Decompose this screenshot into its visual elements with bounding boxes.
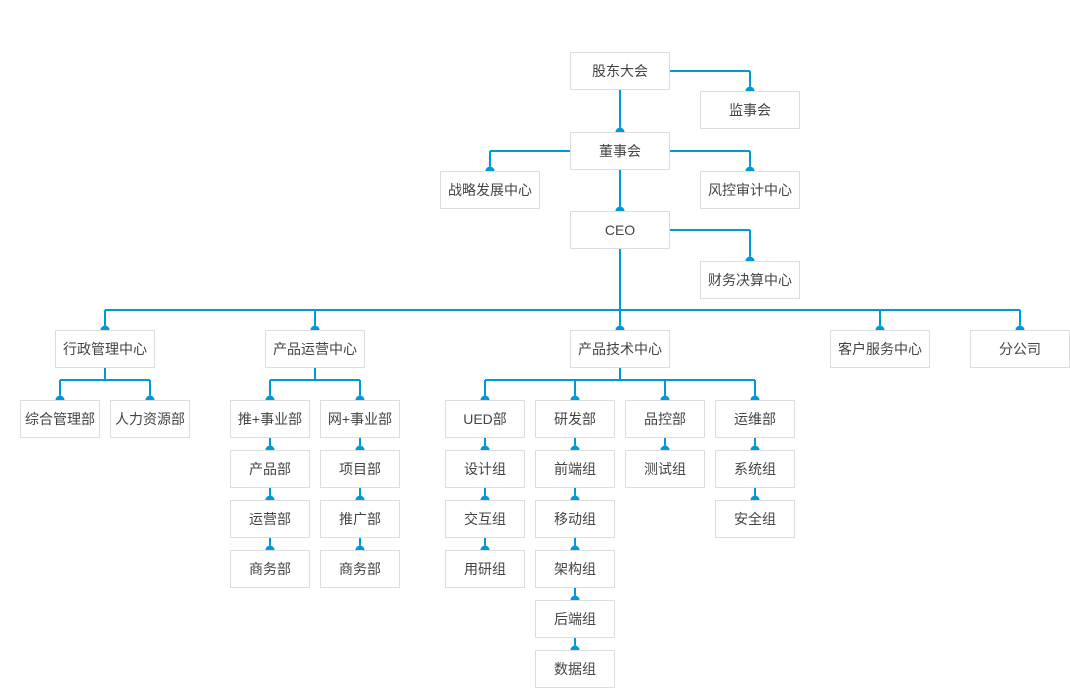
org-node-wangplus[interactable]: 网+事业部	[320, 400, 400, 438]
org-node-label: 股东大会	[592, 63, 648, 79]
org-node-label: 研发部	[554, 411, 596, 427]
org-node-label: 战略发展中心	[448, 182, 532, 198]
org-node-ceo[interactable]: CEO	[570, 211, 670, 249]
org-node-label: 网+事业部	[327, 411, 393, 427]
org-node-label: UED部	[463, 411, 507, 427]
org-node-label: 行政管理中心	[63, 341, 147, 357]
org-node-tuiplus[interactable]: 推+事业部	[230, 400, 310, 438]
org-node-business2[interactable]: 商务部	[320, 550, 400, 588]
org-node-promotion[interactable]: 推广部	[320, 500, 400, 538]
org-node-label: 董事会	[599, 143, 641, 159]
org-node-userresearch[interactable]: 用研组	[445, 550, 525, 588]
org-node-strategy[interactable]: 战略发展中心	[440, 171, 540, 209]
org-node-label: 推+事业部	[237, 411, 303, 427]
org-node-board[interactable]: 董事会	[570, 132, 670, 170]
org-node-label: 安全组	[734, 511, 776, 527]
org-node-architecture[interactable]: 架构组	[535, 550, 615, 588]
org-node-label: 设计组	[464, 461, 506, 477]
org-node-ued[interactable]: UED部	[445, 400, 525, 438]
org-node-admin[interactable]: 行政管理中心	[55, 330, 155, 368]
org-node-interaction[interactable]: 交互组	[445, 500, 525, 538]
org-node-label: 人力资源部	[115, 411, 185, 427]
org-node-branch[interactable]: 分公司	[970, 330, 1070, 368]
org-node-mobile[interactable]: 移动组	[535, 500, 615, 538]
org-node-project[interactable]: 项目部	[320, 450, 400, 488]
org-node-label: 风控审计中心	[708, 182, 792, 198]
org-node-hr[interactable]: 人力资源部	[110, 400, 190, 438]
org-node-label: 分公司	[999, 341, 1041, 357]
org-node-label: 前端组	[554, 461, 596, 477]
org-node-finance[interactable]: 财务决算中心	[700, 261, 800, 299]
org-node-label: 测试组	[644, 461, 686, 477]
org-node-label: 系统组	[734, 461, 776, 477]
org-node-product[interactable]: 产品部	[230, 450, 310, 488]
org-node-business1[interactable]: 商务部	[230, 550, 310, 588]
org-node-label: 用研组	[464, 561, 506, 577]
org-node-qa[interactable]: 品控部	[625, 400, 705, 438]
org-node-label: 综合管理部	[25, 411, 95, 427]
org-node-supervisors[interactable]: 监事会	[700, 91, 800, 129]
org-node-label: 产品部	[249, 461, 291, 477]
org-node-riskaudit[interactable]: 风控审计中心	[700, 171, 800, 209]
org-node-customer[interactable]: 客户服务中心	[830, 330, 930, 368]
org-node-label: 移动组	[554, 511, 596, 527]
org-node-test[interactable]: 测试组	[625, 450, 705, 488]
org-node-operations[interactable]: 运营部	[230, 500, 310, 538]
org-node-label: 财务决算中心	[708, 272, 792, 288]
org-node-label: 后端组	[554, 611, 596, 627]
org-node-prodops[interactable]: 产品运营中心	[265, 330, 365, 368]
org-node-system[interactable]: 系统组	[715, 450, 795, 488]
org-node-label: 运维部	[734, 411, 776, 427]
org-node-label: 产品运营中心	[273, 341, 357, 357]
org-node-label: 推广部	[339, 511, 381, 527]
org-node-label: 产品技术中心	[578, 341, 662, 357]
org-node-frontend[interactable]: 前端组	[535, 450, 615, 488]
org-node-label: 商务部	[249, 561, 291, 577]
org-node-label: 项目部	[339, 461, 381, 477]
org-node-devops[interactable]: 运维部	[715, 400, 795, 438]
org-node-data[interactable]: 数据组	[535, 650, 615, 688]
org-node-label: 架构组	[554, 561, 596, 577]
org-node-label: 数据组	[554, 661, 596, 677]
org-node-label: 交互组	[464, 511, 506, 527]
org-node-label: 商务部	[339, 561, 381, 577]
org-node-label: 监事会	[729, 102, 771, 118]
org-node-label: CEO	[604, 222, 636, 238]
org-node-prodtech[interactable]: 产品技术中心	[570, 330, 670, 368]
org-node-backend[interactable]: 后端组	[535, 600, 615, 638]
org-node-rnd[interactable]: 研发部	[535, 400, 615, 438]
org-node-label: 品控部	[644, 411, 686, 427]
org-node-label: 客户服务中心	[838, 341, 922, 357]
org-node-design[interactable]: 设计组	[445, 450, 525, 488]
org-node-label: 运营部	[249, 511, 291, 527]
org-node-security[interactable]: 安全组	[715, 500, 795, 538]
org-node-generalmgmt[interactable]: 综合管理部	[20, 400, 100, 438]
org-node-shareholders[interactable]: 股东大会	[570, 52, 670, 90]
